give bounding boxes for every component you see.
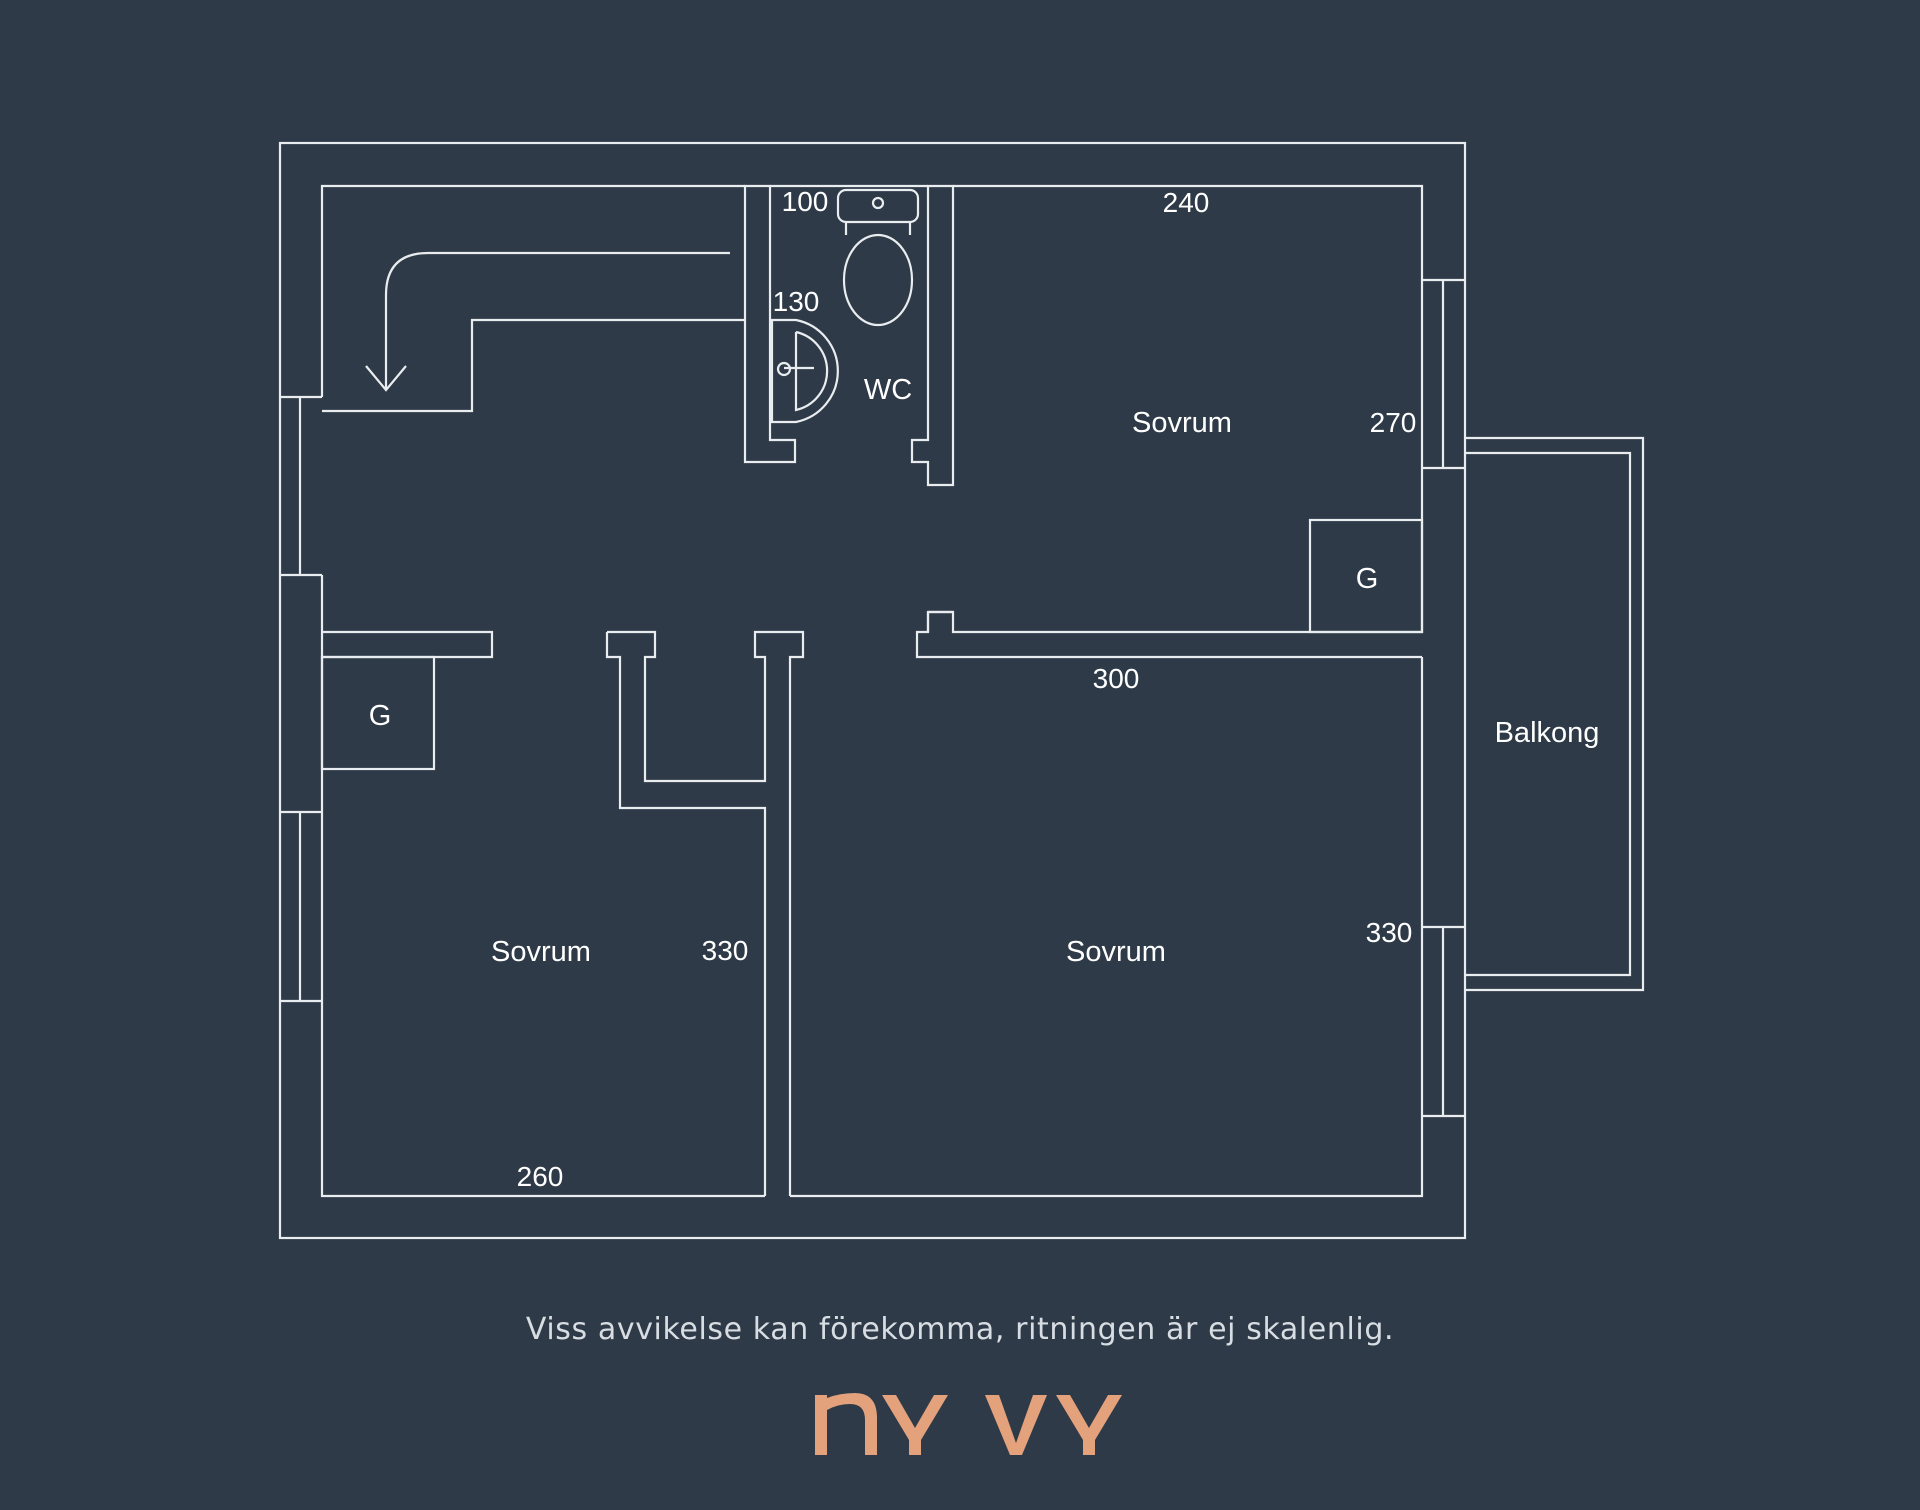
- sink-drain: [776, 361, 792, 377]
- exterior-walls: [278, 141, 1467, 1240]
- disclaimer-text: Viss avvikelse kan förekomma, ritningen …: [525, 1312, 1395, 1347]
- wc: [743, 184, 955, 487]
- bedroom-sw-outline: [320, 657, 765, 1198]
- dim-wc-sink: 130: [773, 286, 820, 317]
- inner-wall-outline: [322, 186, 1422, 1196]
- hall-bottom-left-wall: [320, 575, 494, 659]
- hallway-closet-inner: [605, 632, 767, 1196]
- toilet-icon: [842, 233, 914, 327]
- dim-se-top: 300: [1093, 663, 1140, 694]
- logo-letter-n: [815, 1393, 877, 1455]
- bedroom-se-label: Sovrum: [1066, 936, 1166, 968]
- bedroom-sw-label: Sovrum: [491, 936, 591, 968]
- dim-ne-top: 240: [1163, 187, 1210, 218]
- bedroom-ne-label: Sovrum: [1132, 407, 1232, 439]
- hall-walls: [320, 184, 745, 659]
- right-windows: [1422, 278, 1465, 1118]
- window-right-upper: [1422, 278, 1465, 470]
- dim-sw-bottom: 260: [517, 1161, 564, 1192]
- entrance-step: [322, 318, 745, 413]
- bedroom-ne-door-stub: [926, 610, 953, 632]
- toilet-tank: [836, 188, 920, 224]
- window-left-lower: [280, 810, 322, 1003]
- window-left-upper: [280, 395, 322, 577]
- stair-arrow-head: [365, 365, 407, 392]
- toilet-neck: [844, 222, 912, 235]
- wc-left-wall: [743, 184, 797, 464]
- wc-label: WC: [864, 374, 912, 406]
- sink-basin: [794, 330, 829, 412]
- dim-wc-toilet: 100: [782, 186, 829, 217]
- bedroom-ne-walls: [915, 184, 1424, 659]
- left-windows: [280, 395, 322, 1003]
- closet-w: [320, 655, 436, 771]
- dim-sw-right: 330: [702, 935, 749, 966]
- closet-w-label: G: [369, 700, 392, 732]
- outer-wall-outline: [278, 141, 1467, 1240]
- brand-logo: [815, 1393, 1122, 1455]
- window-right-lower: [1422, 925, 1465, 1118]
- closet-ne-label: G: [1356, 563, 1379, 595]
- bedroom-sw-walls: [320, 655, 765, 1198]
- hallway-closet: [605, 630, 805, 1196]
- stair-arrow-icon: [384, 251, 730, 390]
- wc-right-wall: [910, 184, 955, 487]
- balcony-label: Balkong: [1495, 717, 1600, 749]
- bedroom-se-walls: [790, 657, 1424, 1198]
- dim-ne-right: 270: [1370, 407, 1417, 438]
- hall-top-wall: [320, 184, 745, 397]
- sink-icon: [770, 318, 839, 424]
- closet-ne: [1308, 518, 1424, 634]
- hallway-closet-outline: [607, 630, 805, 1196]
- dim-se-right: 330: [1366, 917, 1413, 948]
- toilet-button: [871, 196, 885, 210]
- logo-letter-v: [985, 1395, 1047, 1455]
- balcony-inner: [1465, 451, 1632, 977]
- logo-letter-y1: [882, 1395, 948, 1455]
- logo-letter-y2: [1056, 1395, 1122, 1455]
- bedroom-se-outline: [790, 657, 1424, 1198]
- balcony-outer: [1465, 436, 1645, 992]
- balcony: [1465, 436, 1645, 992]
